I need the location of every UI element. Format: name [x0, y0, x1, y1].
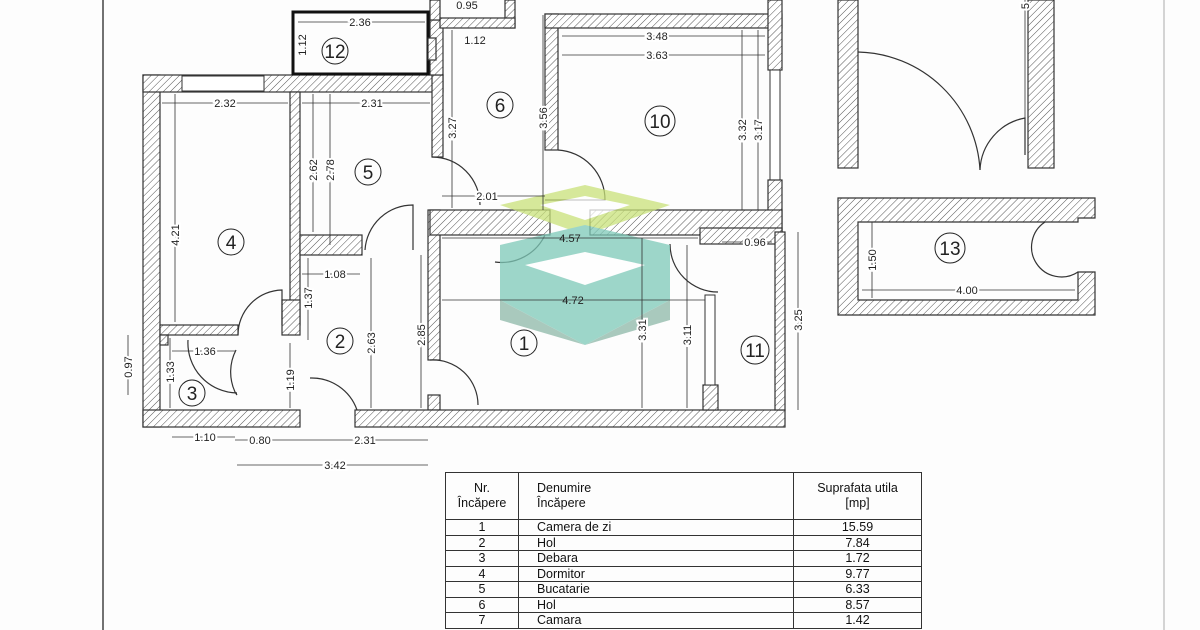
dim-label: 1.10	[194, 432, 215, 444]
room-label-13: 13	[934, 232, 966, 264]
dim-label: 0.80	[249, 435, 270, 447]
dim-label: 1.36	[194, 346, 215, 358]
room-label-3: 3	[178, 379, 206, 407]
dim-label: 3.31	[637, 319, 649, 340]
header-nr: Nr. Încăpere	[445, 472, 519, 520]
svg-text:4: 4	[226, 233, 237, 254]
cell-nr: 3	[445, 550, 519, 567]
svg-text:12: 12	[324, 42, 345, 63]
dim-label: 5	[1020, 3, 1032, 9]
dim-label: 3.63	[646, 50, 667, 62]
cell-area: 1.42	[793, 612, 922, 629]
cell-name: Camera de zi	[518, 519, 794, 536]
svg-text:3: 3	[187, 384, 198, 405]
svg-text:13: 13	[939, 239, 960, 260]
dim-label: 4.00	[956, 285, 977, 297]
dim-label: 3.25	[793, 309, 805, 330]
dim-label: 0.96	[744, 237, 765, 249]
dim-label: 3.56	[538, 107, 550, 128]
dim-label: 2.78	[325, 159, 337, 180]
table-header: Nr. Încăpere Denumire Încăpere Suprafata…	[445, 472, 922, 520]
cell-nr: 1	[445, 519, 519, 536]
cell-nr: 5	[445, 581, 519, 598]
svg-text:10: 10	[649, 112, 670, 133]
svg-text:2: 2	[335, 332, 346, 353]
room-label-1: 1	[510, 329, 538, 357]
cell-area: 7.84	[793, 534, 922, 551]
watermark-logo	[500, 185, 670, 345]
cell-nr: 7	[445, 612, 519, 629]
cell-area: 8.57	[793, 596, 922, 613]
room-label-11: 11	[740, 335, 770, 365]
room-label-6: 6	[486, 91, 514, 119]
svg-text:5: 5	[363, 163, 374, 184]
dim-label: 4.57	[559, 233, 580, 245]
cell-name: Dormitor	[518, 565, 794, 582]
dim-label: 3.42	[324, 460, 345, 472]
cell-name: Hol	[518, 534, 794, 551]
dim-label: 2.36	[349, 17, 370, 29]
svg-text:1: 1	[519, 334, 530, 355]
dim-label: 2.85	[416, 324, 428, 345]
dim-label: 3.48	[646, 31, 667, 43]
dim-label: 0.97	[123, 356, 135, 377]
cell-nr: 6	[445, 596, 519, 613]
dim-label: 4.72	[562, 295, 583, 307]
svg-text:6: 6	[495, 96, 506, 117]
dim-label: 2.31	[354, 435, 375, 447]
cell-name: Hol	[518, 596, 794, 613]
dim-label: 3.11	[682, 325, 694, 346]
dim-label: 2.62	[308, 159, 320, 180]
dim-label: 2.01	[476, 191, 497, 203]
dim-label: 1.19	[285, 369, 297, 390]
dim-label: 0.95	[456, 0, 477, 12]
dim-label: 1.12	[464, 35, 485, 47]
cell-name: Bucatarie	[518, 581, 794, 598]
cell-nr: 4	[445, 565, 519, 582]
dimension-labels: 2.36 1.12 0.95 1.12 2.32 4.21 2.31 2.62 …	[121, 0, 1034, 474]
dim-label: 1.50	[867, 249, 879, 270]
dim-label: 3.32	[737, 119, 749, 140]
header-name: Denumire Încăpere	[518, 472, 794, 520]
dim-label: 1.08	[324, 269, 345, 281]
dim-label: 3.27	[447, 117, 459, 138]
dim-label: 3.17	[753, 119, 765, 140]
room-label-10: 10	[644, 105, 676, 137]
dim-label: 1.33	[165, 361, 177, 382]
cell-name: Camara	[518, 612, 794, 629]
svg-text:11: 11	[745, 341, 765, 362]
dim-label: 1.37	[303, 287, 315, 308]
dim-label: 2.31	[361, 98, 382, 110]
room-label-5: 5	[354, 158, 382, 186]
dim-label: 2.32	[214, 98, 235, 110]
cell-area: 15.59	[793, 519, 922, 536]
cell-nr: 2	[445, 534, 519, 551]
room-label-2: 2	[326, 327, 354, 355]
room-label-4: 4	[217, 228, 245, 256]
dim-label: 2.63	[366, 332, 378, 353]
room-numbers: 12 4 5 6 10 1 11 2 3 13	[178, 37, 966, 407]
dim-label: 1.12	[297, 34, 309, 55]
cell-area: 6.33	[793, 581, 922, 598]
dim-label: 4.21	[170, 224, 182, 245]
walls	[142, 0, 1096, 428]
cell-area: 1.72	[793, 550, 922, 567]
room-area-table: Nr. Încăpere Denumire Încăpere Suprafata…	[445, 472, 922, 629]
room-label-12: 12	[321, 37, 349, 65]
cell-area: 9.77	[793, 565, 922, 582]
dimension-lines	[127, 0, 1075, 466]
cell-name: Debara	[518, 550, 794, 567]
header-area: Suprafata utila [mp]	[793, 472, 922, 520]
